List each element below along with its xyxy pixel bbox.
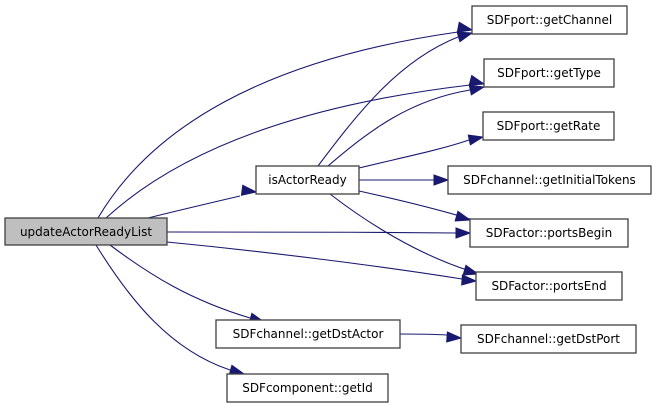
arrowhead-icon [462,264,480,276]
edge-line [97,31,459,219]
edge-isActorReady-to-getInitialTokens [359,174,450,186]
arrowhead-icon [456,31,474,43]
node-box[interactable] [215,319,401,349]
edge-line [327,89,471,167]
node-getChannel[interactable]: SDFport::getChannel [471,5,628,35]
nodes-layer: updateActorReadyList isActorReady SDFpor… [4,5,652,403]
node-box[interactable] [475,271,623,301]
node-label: SDFactor::portsEnd [491,279,606,293]
node-box[interactable] [447,165,652,195]
node-box[interactable] [482,111,615,141]
edge-updateActorReadyList-to-getType [105,74,486,219]
edge-updateActorReadyList-to-getDstActor [109,244,266,324]
edge-line [166,231,457,234]
node-label: SDFport::getRate [497,119,601,133]
node-label: SDFactor::portsBegin [486,226,613,240]
edge-line [105,84,471,219]
node-getDstPort[interactable]: SDFchannel::getDstPort [460,324,637,354]
edge-line [358,139,470,169]
edge-line [329,193,471,272]
edge-updateActorReadyList-to-isActorReady [147,184,258,219]
edge-isActorReady-to-getType [327,84,486,167]
arrowhead-icon [240,184,258,196]
node-box[interactable] [483,58,615,88]
node-isActorReady[interactable]: isActorReady [255,165,360,195]
node-label: isActorReady [268,173,346,187]
node-getRate[interactable]: SDFport::getRate [482,111,615,141]
node-label: SDFport::getType [497,66,601,80]
arrowhead-icon [454,210,472,222]
node-label: SDFchannel::getDstPort [477,332,620,346]
arrowhead-icon [461,274,478,286]
node-box[interactable] [4,217,168,246]
arrowhead-icon [456,21,474,33]
arrowhead-icon [446,331,463,343]
node-box[interactable] [469,218,629,248]
node-label: SDFchannel::getInitialTokens [463,173,636,187]
edge-line [399,333,448,336]
arrowhead-icon [467,134,485,146]
edge-isActorReady-to-portsEnd [329,193,480,276]
edge-line [317,36,459,167]
edge-line [358,190,471,220]
edge-isActorReady-to-getChannel [317,31,474,167]
edge-getDstActor-to-getDstPort [399,331,463,343]
node-getDstActor[interactable]: SDFchannel::getDstActor [215,319,401,349]
edge-line [147,195,241,219]
node-getId[interactable]: SDFcomponent::getId [226,373,389,403]
edge-updateActorReadyList-to-portsEnd [166,241,478,286]
node-label: updateActorReadyList [20,225,152,239]
edge-updateActorReadyList-to-getChannel [97,21,474,219]
node-getType[interactable]: SDFport::getType [483,58,615,88]
node-box[interactable] [226,373,389,403]
node-updateActorReadyList[interactable]: updateActorReadyList [4,217,168,246]
edge-updateActorReadyList-to-getId [95,244,246,376]
edge-line [95,244,231,371]
node-box[interactable] [471,5,628,35]
arrowhead-icon [468,84,486,96]
node-label: SDFcomponent::getId [242,381,373,395]
node-getInitialTokens[interactable]: SDFchannel::getInitialTokens [447,165,652,195]
edge-line [166,241,463,280]
edges-layer [95,21,486,376]
arrowhead-icon [433,174,450,186]
edge-line [109,244,251,319]
node-portsBegin[interactable]: SDFactor::portsBegin [469,218,629,248]
node-box[interactable] [460,324,637,354]
edge-isActorReady-to-portsBegin [358,190,472,222]
node-box[interactable] [255,165,360,195]
node-label: SDFchannel::getDstActor [233,327,384,341]
edge-updateActorReadyList-to-portsBegin [166,227,472,239]
arrowhead-icon [455,227,472,239]
edge-isActorReady-to-getRate [358,134,485,169]
node-label: SDFport::getChannel [487,13,612,27]
arrowhead-icon [468,74,486,86]
node-portsEnd[interactable]: SDFactor::portsEnd [475,271,623,301]
